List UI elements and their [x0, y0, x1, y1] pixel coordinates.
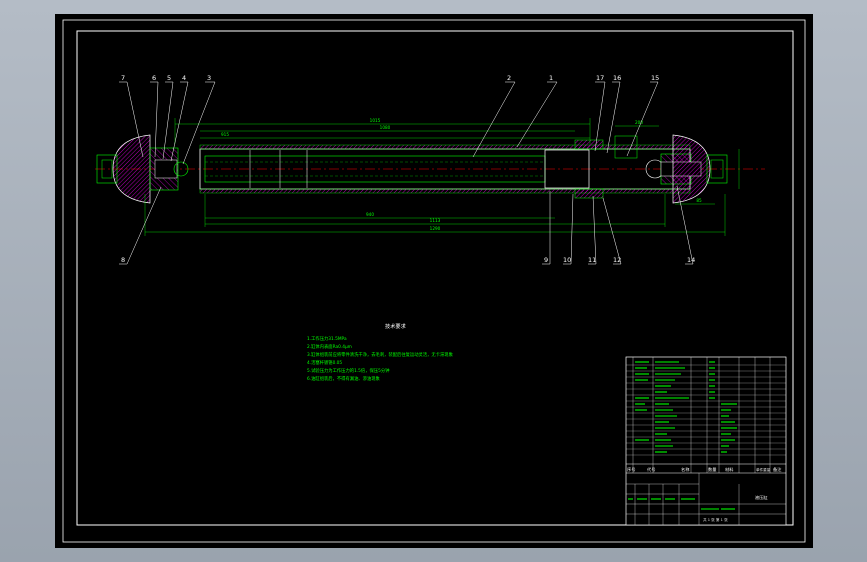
drawing-viewport[interactable]: 1015 1080 915 940 1113 1290 200 85 7 6 5…	[55, 14, 813, 548]
part-label: 9	[544, 256, 548, 264]
outer-border	[62, 19, 806, 543]
part-label: 10	[563, 256, 571, 264]
part-label: 12	[613, 256, 621, 264]
dim-lower-2: 1113	[430, 218, 441, 223]
bom-header-name: 名称	[681, 466, 689, 473]
cylinder-assembly	[95, 134, 765, 204]
piston	[544, 149, 590, 189]
cad-drawing: 1015 1080 915 940 1113 1290 200 85 7 6 5…	[62, 19, 806, 543]
callout-labels-top: 7 6 5 4 3 2 1 17 16 15	[121, 74, 659, 82]
dim-right-1: 200	[635, 120, 643, 125]
callout-leaders	[119, 81, 694, 265]
callout-labels-bottom: 8 9 10 11 12 14	[121, 256, 695, 264]
part-label: 16	[613, 74, 621, 82]
bom-header-seq: 序号	[627, 466, 635, 473]
note-line: 5.试验压力为工作压力的1.5倍，保压5分钟	[307, 367, 390, 374]
left-eye	[112, 134, 151, 204]
title-block: 序号 代号 名称 数量 材料 单件重量 备注 液压缸 共 1	[625, 356, 787, 526]
right-eye	[672, 134, 711, 204]
part-label: 17	[596, 74, 604, 82]
part-label: 3	[207, 74, 211, 82]
bom-header-material: 材料	[725, 466, 734, 473]
note-line: 2.缸体内表面Ra0.4μm	[307, 343, 352, 350]
bom-header-qty: 数量	[708, 466, 716, 473]
sheet-info: 共 1 张 第 1 张	[703, 517, 728, 522]
dim-upper-2: 1080	[380, 125, 391, 130]
dim-lower-1: 940	[366, 212, 374, 217]
note-line: 3.缸体组装前应将零件清洗干净，去毛刺，装配后往复运动灵活，无卡滞现象	[307, 351, 454, 358]
part-label: 5	[167, 74, 171, 82]
dim-upper-1: 1015	[370, 118, 381, 123]
dim-overall: 1290	[430, 226, 441, 231]
part-label: 11	[588, 256, 596, 264]
dimension-texts: 1015 1080 915 940 1113 1290 200 85	[221, 118, 702, 231]
part-label: 15	[651, 74, 659, 82]
part-label: 6	[152, 74, 156, 82]
bom-header-note: 备注	[773, 466, 782, 473]
part-label: 2	[507, 74, 511, 82]
technical-notes: 技术要求 1.工作压力31.5MPa 2.缸体内表面Ra0.4μm 3.缸体组装…	[307, 322, 454, 382]
dim-upper-3: 915	[221, 132, 229, 137]
left-bushing	[96, 154, 118, 184]
part-label: 7	[121, 74, 125, 82]
part-label: 14	[687, 256, 695, 264]
dimensions	[144, 118, 740, 236]
notes-title: 技术要求	[385, 322, 407, 330]
bom-header-code: 代号	[647, 466, 655, 473]
note-line: 4.活塞杆镀铬0.05	[307, 359, 342, 366]
port-block	[614, 135, 638, 159]
bom-header-weight: 单件重量	[756, 467, 771, 472]
drawing-title: 液压缸	[755, 494, 768, 501]
right-bushing	[706, 154, 728, 184]
inner-border	[76, 30, 794, 526]
dim-right-2: 85	[696, 198, 702, 203]
part-label: 4	[182, 74, 186, 82]
note-line: 1.工作压力31.5MPa	[307, 335, 347, 342]
note-line: 6.油缸组装后，不得有漏油、渗油现象	[307, 375, 381, 382]
part-label: 8	[121, 256, 125, 264]
part-label: 1	[549, 74, 553, 82]
